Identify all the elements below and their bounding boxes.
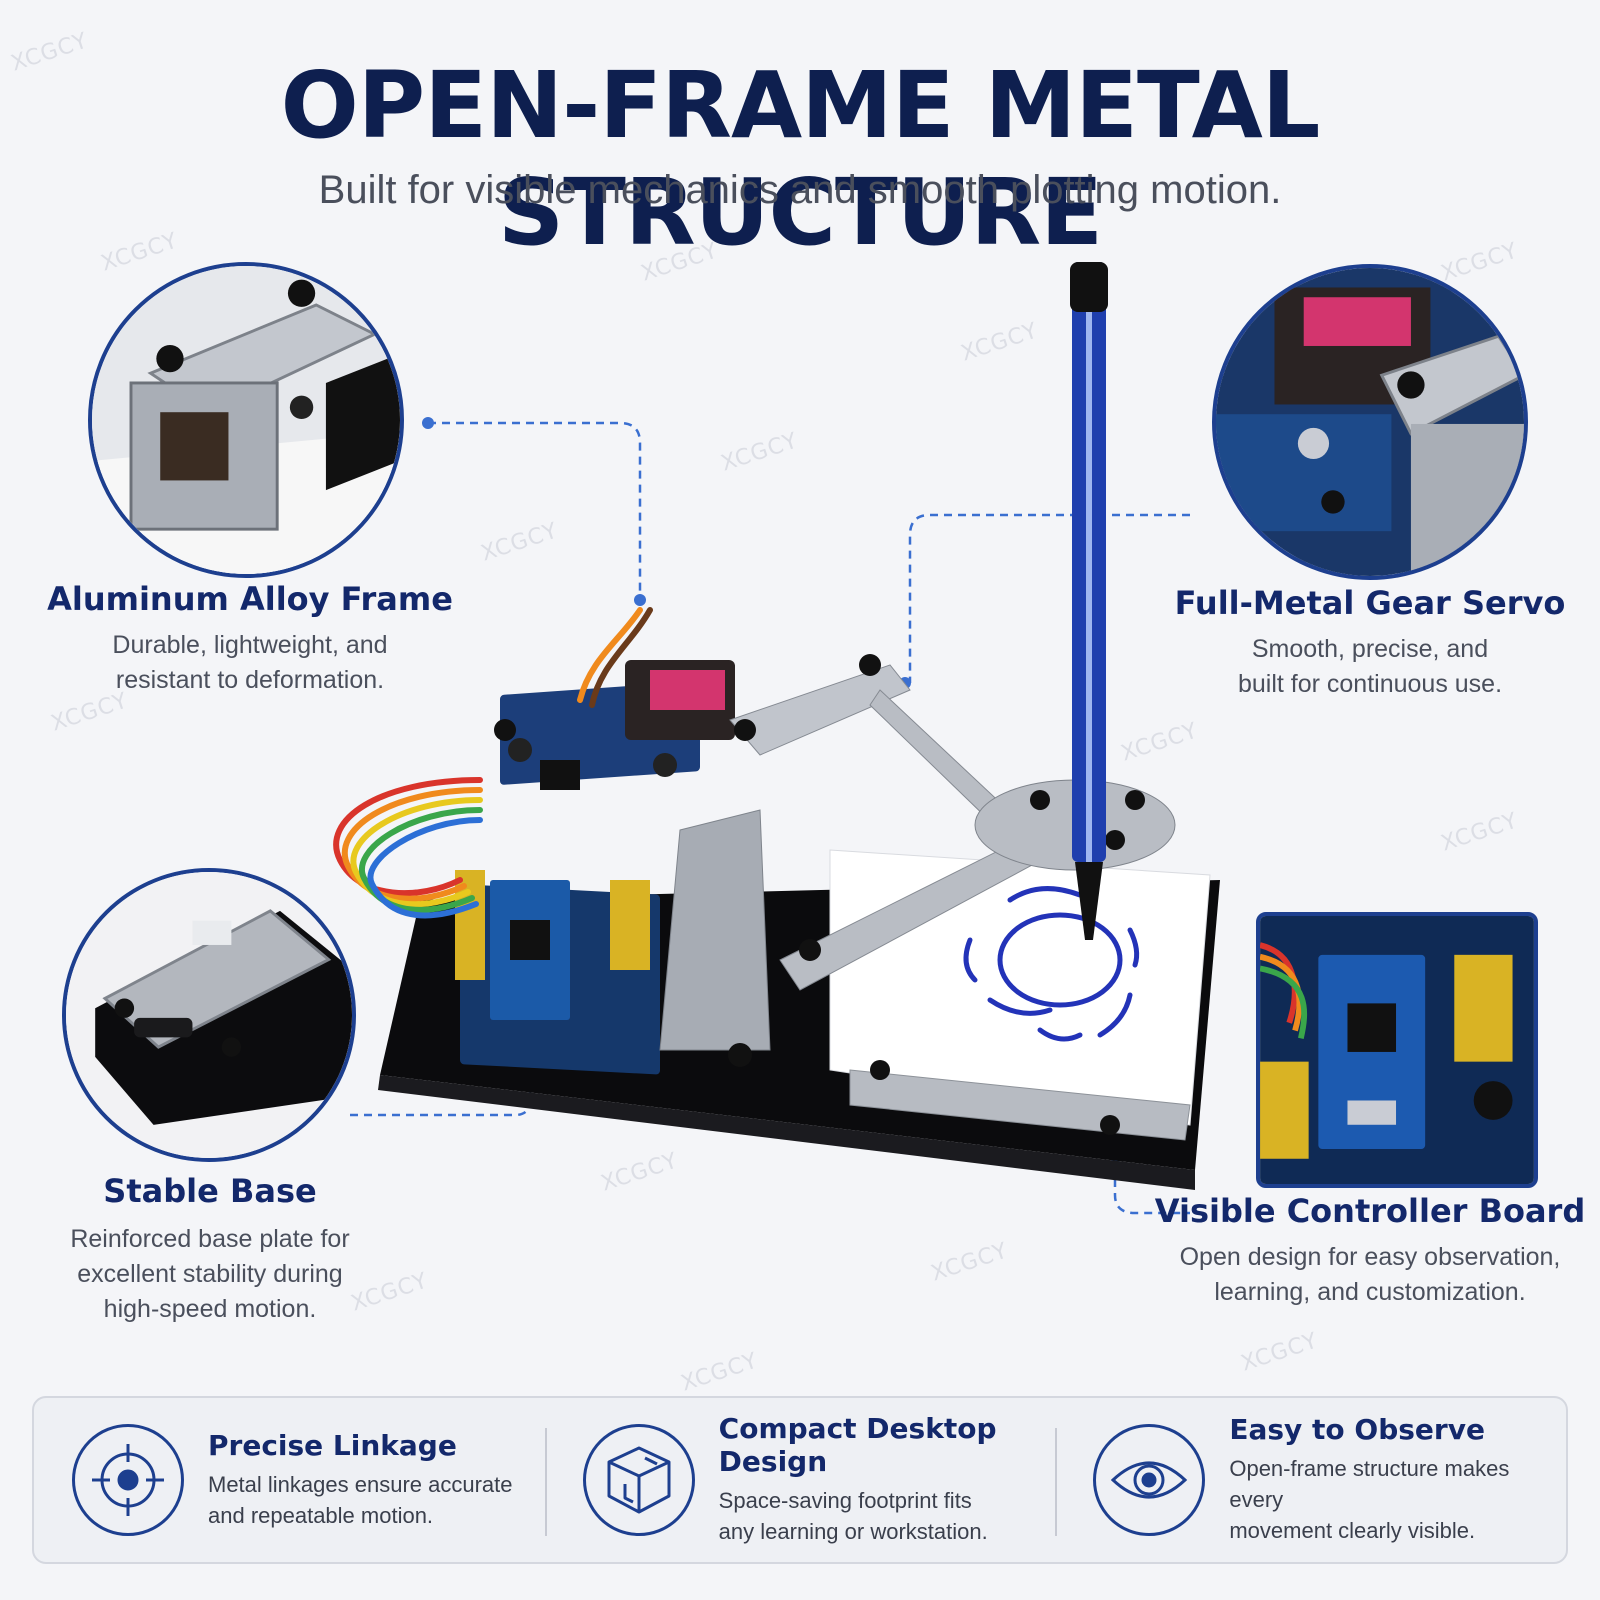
watermark: XCGCY (478, 518, 562, 567)
panel-item-compact-design: Compact Desktop Design Space-saving foot… (544, 1398, 1056, 1562)
cube-icon (582, 1424, 695, 1536)
panel-desc-line: Metal linkages ensure accurate (208, 1471, 513, 1497)
panel-desc-line: movement clearly visible. (1229, 1517, 1476, 1543)
feature-desc-line: excellent stability during (77, 1260, 343, 1288)
feature-desc-line: high-speed motion. (103, 1295, 317, 1323)
feature-desc-controller: Open design for easy observation, learni… (1150, 1240, 1590, 1310)
watermark: XCGCY (928, 1238, 1012, 1287)
feature-desc-line: built for continuous use. (1237, 670, 1503, 698)
feature-title-aluminum: Aluminum Alloy Frame (47, 580, 453, 618)
feature-title-controller: Visible Controller Board (1154, 1192, 1586, 1230)
panel-title: Easy to Observe (1229, 1413, 1485, 1447)
feature-desc-line: learning, and customization. (1214, 1278, 1526, 1306)
feature-desc-servo: Smooth, precise, and built for continuou… (1150, 632, 1590, 702)
page-subtitle: Built for visible mechanics and smooth p… (318, 168, 1282, 212)
watermark: XCGCY (1438, 808, 1522, 857)
feature-title-servo: Full-Metal Gear Servo (1174, 584, 1566, 622)
watermark: XCGCY (958, 318, 1042, 367)
feature-desc-aluminum: Durable, lightweight, and resistant to d… (40, 628, 460, 698)
panel-item-easy-observe: Easy to Observe Open-frame structure mak… (1055, 1398, 1566, 1562)
panel-desc: Metal linkages ensure accurate and repea… (208, 1470, 513, 1532)
feature-desc-base: Reinforced base plate for excellent stab… (20, 1222, 400, 1327)
panel-title: Precise Linkage (208, 1428, 457, 1462)
feature-title-base: Stable Base (103, 1172, 317, 1210)
aluminum-frame-closeup (88, 262, 404, 578)
controller-board-closeup (1256, 912, 1538, 1188)
panel-item-precise-linkage: Precise Linkage Metal linkages ensure ac… (34, 1398, 545, 1562)
panel-desc-line: Open-frame structure makes every (1229, 1456, 1510, 1513)
eye-icon (1093, 1424, 1206, 1536)
panel-desc-line: Space-saving footprint fits (718, 1488, 972, 1514)
watermark: XCGCY (598, 1148, 682, 1197)
panel-desc: Space-saving footprint fits any learning… (719, 1486, 1056, 1548)
feature-desc-line: Durable, lightweight, and (112, 631, 388, 659)
panel-title: Compact Desktop Design (718, 1412, 997, 1479)
page-title: OPEN-FRAME METAL STRUCTURE (280, 52, 1321, 266)
feature-summary-panel: Precise Linkage Metal linkages ensure ac… (32, 1396, 1568, 1564)
watermark: XCGCY (678, 1348, 762, 1397)
watermark: XCGCY (1238, 1328, 1322, 1377)
stable-base-closeup (62, 868, 356, 1162)
panel-desc: Open-frame structure makes every movemen… (1229, 1454, 1566, 1546)
feature-desc-line: Smooth, precise, and (1251, 635, 1489, 663)
servo-closeup (1212, 264, 1528, 580)
watermark: XCGCY (718, 428, 802, 477)
crosshair-icon (72, 1424, 184, 1536)
panel-desc-line: any learning or workstation. (718, 1519, 988, 1544)
feature-desc-line: resistant to deformation. (115, 666, 385, 694)
feature-desc-line: Open design for easy observation, (1179, 1243, 1561, 1271)
panel-desc-line: and repeatable motion. (208, 1502, 434, 1528)
feature-desc-line: Reinforced base plate for (70, 1225, 350, 1253)
watermark: XCGCY (1118, 718, 1202, 767)
